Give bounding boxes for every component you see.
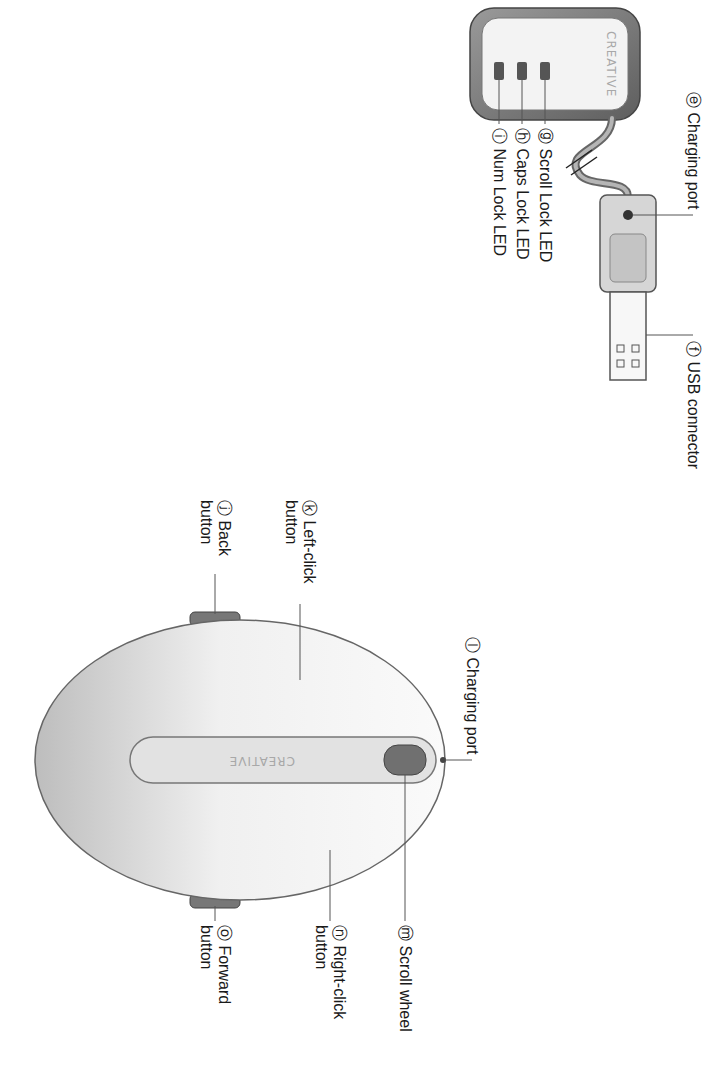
callout-label: ⓜ Scroll wheel	[396, 925, 414, 1032]
cable	[566, 118, 628, 197]
callout-label: ⓗ Caps Lock LED	[513, 128, 531, 260]
leader-line	[646, 335, 693, 336]
brand-text: CREATIVE	[603, 31, 616, 97]
callout-label: ⓛ Charging port	[463, 637, 481, 754]
leader-line	[445, 760, 472, 761]
leader-line	[330, 850, 331, 921]
callout-label: ⓙ Back button	[197, 500, 232, 570]
leader-line	[300, 604, 301, 680]
receiver	[470, 8, 640, 120]
leader-line	[499, 80, 500, 124]
mouse	[35, 612, 446, 908]
leader-line	[215, 906, 216, 921]
callout-label: ⓞ Forward button	[197, 925, 232, 1013]
callout-label: ⓘ Num Lock LED	[490, 128, 508, 256]
brand-text: CREATIVE	[229, 753, 295, 766]
leader-line	[215, 574, 216, 614]
leader-line	[405, 775, 406, 921]
leader-line	[545, 80, 546, 124]
leader-line	[633, 215, 693, 216]
callout-label: ⓝ Right-click button	[312, 925, 347, 1030]
callout-label: ⓔ Charging port	[684, 92, 702, 209]
callout-label: ⓚ Left-click button	[282, 500, 317, 600]
usb-connector	[600, 195, 656, 380]
leader-line	[522, 80, 523, 124]
callout-label: ⓕ USB connector	[684, 341, 702, 469]
callout-label: ⓖ Scroll Lock LED	[536, 128, 554, 262]
